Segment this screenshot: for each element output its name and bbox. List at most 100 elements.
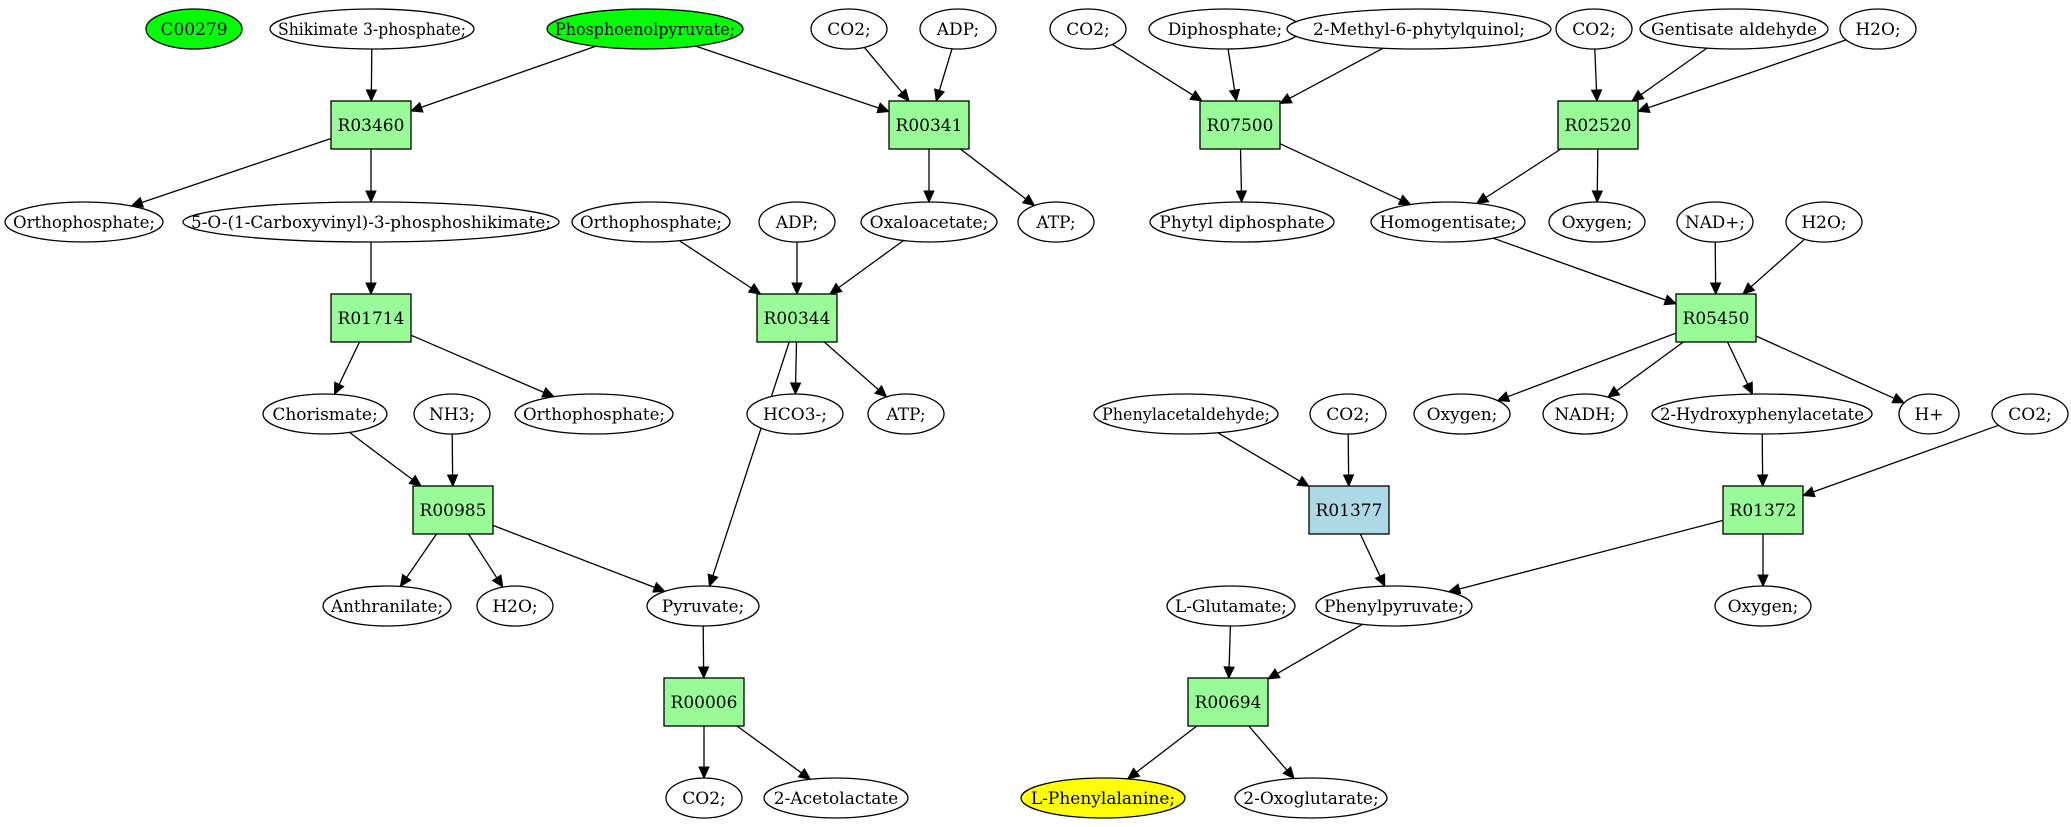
compound-node-chorismate[interactable]: Chorismate; (262, 393, 388, 435)
compound-node-anthranilate[interactable]: Anthranilate; (322, 585, 452, 627)
compound-node-diphosphate[interactable]: Diphosphate; (1148, 8, 1302, 50)
compound-node-orthophosphate[interactable]: Orthophosphate; (571, 201, 731, 243)
reaction-node-r00985[interactable]: R00985 (412, 485, 494, 535)
compound-node-atp[interactable]: ATP; (1017, 201, 1095, 243)
compound-node-adp[interactable]: ADP; (758, 201, 836, 243)
node-label: L-Phenylalanine; (1031, 789, 1175, 809)
compound-node-orthophosphate[interactable]: Orthophosphate; (514, 393, 674, 435)
compound-node-oxygen[interactable]: Oxygen; (1714, 585, 1812, 627)
compound-node-2-oxoglutarate[interactable]: 2-Oxoglutarate; (1234, 777, 1388, 819)
compound-ellipse (646, 585, 760, 627)
node-label: NADH; (1554, 405, 1615, 425)
compound-node-homogentisate[interactable]: Homogentisate; (1370, 201, 1526, 243)
compound-node-2-hydroxyphenylacetate[interactable]: 2-Hydroxyphenylacetate (1651, 393, 1873, 435)
compound-ellipse (860, 201, 998, 243)
compound-node-co2[interactable]: CO2; (1049, 8, 1127, 50)
compound-node-hco3[interactable]: HCO3-; (746, 393, 844, 435)
compound-node-phenylacetaldehyde[interactable]: Phenylacetaldehyde; (1093, 393, 1279, 435)
compound-node-h2o[interactable]: H2O; (476, 585, 554, 627)
compound-node-2-acetolactate[interactable]: 2-Acetolactate (763, 777, 909, 819)
edge-r01372-to-phpyr (1447, 519, 1724, 595)
reaction-node-r00344[interactable]: R00344 (756, 293, 838, 343)
compound-node-c00279[interactable]: C00279 (145, 8, 243, 50)
compound-node-phytyl-diphosphate[interactable]: Phytyl diphosphate (1149, 201, 1335, 243)
arrowhead-icon (1021, 193, 1036, 207)
reaction-node-r05450[interactable]: R05450 (1675, 293, 1757, 343)
edge-line (1289, 47, 1384, 99)
compound-ellipse (1676, 201, 1754, 243)
compound-ellipse (145, 8, 243, 50)
node-label: R00694 (1195, 693, 1262, 713)
reaction-box (330, 100, 412, 150)
reaction-box (330, 293, 412, 343)
compound-ellipse (1286, 8, 1552, 50)
reaction-box (1187, 677, 1269, 727)
arrowhead-icon (408, 474, 422, 487)
compound-node-2-methyl-6-phytylquinol[interactable]: 2-Methyl-6-phytylquinol; (1286, 8, 1552, 50)
node-label: Diphosphate; (1168, 20, 1282, 40)
edge-r00344-to-atpb (823, 341, 888, 398)
edge-co2b-to-r07500 (1111, 43, 1204, 102)
compound-node-gentisate-aldehyde[interactable]: Gentisate aldehyde (1639, 8, 1829, 50)
compound-node-co2[interactable]: CO2; (665, 777, 743, 819)
compound-ellipse (1309, 393, 1387, 435)
compound-node-l-glutamate[interactable]: L-Glutamate; (1166, 585, 1296, 627)
reaction-node-r00694[interactable]: R00694 (1187, 677, 1269, 727)
compound-node-oxaloacetate[interactable]: Oxaloacetate; (860, 201, 998, 243)
compound-node-nadh[interactable]: NADH; (1542, 393, 1628, 435)
compound-node-atp[interactable]: ATP; (867, 393, 945, 435)
compound-node-nad[interactable]: NAD+; (1676, 201, 1754, 243)
compound-node-co2[interactable]: CO2; (1991, 393, 2069, 435)
compound-node-adp[interactable]: ADP; (919, 8, 997, 50)
compound-node-co2[interactable]: CO2; (1555, 8, 1633, 50)
compound-ellipse (322, 585, 452, 627)
arrowhead-icon (409, 101, 424, 113)
node-label: Oxygen; (1427, 405, 1498, 425)
compound-node-orthophosphate[interactable]: Orthophosphate; (4, 201, 164, 243)
edge-adpa-to-r00341 (933, 48, 953, 103)
compound-node-pyruvate[interactable]: Pyruvate; (646, 585, 760, 627)
edge-line (823, 341, 879, 391)
compound-ellipse (413, 393, 491, 435)
compound-node-phosphoenolpyruvate[interactable]: Phosphoenolpyruvate; (546, 8, 744, 50)
compound-node-h2o[interactable]: H2O; (1839, 8, 1917, 50)
compound-node-oxygen[interactable]: Oxygen; (1413, 393, 1511, 435)
reaction-node-r01377[interactable]: R01377 (1308, 485, 1390, 535)
compound-node-shikimate-3-phosphate[interactable]: Shikimate 3-phosphate; (269, 8, 475, 50)
reaction-node-r07500[interactable]: R07500 (1199, 100, 1281, 150)
arrowhead-icon (1374, 573, 1386, 588)
node-label: ADP; (775, 213, 818, 233)
edge-line (1492, 237, 1666, 301)
compound-node-oxygen[interactable]: Oxygen; (1548, 201, 1646, 243)
node-label: H2O; (1801, 213, 1846, 233)
reaction-node-r02520[interactable]: R02520 (1557, 100, 1639, 150)
compound-node-phenylpyruvate[interactable]: Phenylpyruvate; (1315, 585, 1473, 627)
compound-node-l-phenylalanine[interactable]: L-Phenylalanine; (1020, 777, 1186, 819)
compound-node-h[interactable]: H+ (1898, 393, 1960, 435)
compound-node-h2o[interactable]: H2O; (1785, 201, 1863, 243)
edge-line (1248, 725, 1288, 771)
arrowhead-icon (1342, 474, 1355, 488)
node-label: H2O; (492, 597, 537, 617)
reaction-node-r00341[interactable]: R00341 (888, 100, 970, 150)
edge-r00006-to-acetol (736, 725, 812, 781)
arrowhead-icon (1742, 282, 1756, 295)
node-label: R03460 (338, 116, 405, 136)
compound-node-nh3[interactable]: NH3; (413, 393, 491, 435)
edge-line (467, 533, 498, 579)
compound-node-5-o-1-carboxyvinyl-3-phosphoshikimate[interactable]: 5-O-(1-Carboxyvinyl)-3-phosphoshikimate; (182, 201, 560, 243)
compound-node-co2[interactable]: CO2; (810, 8, 888, 50)
compound-node-co2[interactable]: CO2; (1309, 393, 1387, 435)
reaction-node-r01372[interactable]: R01372 (1722, 485, 1804, 535)
reaction-node-r03460[interactable]: R03460 (330, 100, 412, 150)
node-label: R01377 (1316, 501, 1383, 521)
arrowhead-icon (923, 190, 935, 204)
arrowhead-icon (1223, 666, 1235, 680)
reaction-node-r00006[interactable]: R00006 (663, 677, 745, 727)
reaction-node-r01714[interactable]: R01714 (330, 293, 412, 343)
edge-shik3p-to-r03460 (365, 48, 378, 103)
node-label: CO2; (1326, 405, 1370, 425)
node-label: Homogentisate; (1379, 213, 1516, 233)
edge-r01377-to-phpyr (1359, 533, 1386, 588)
